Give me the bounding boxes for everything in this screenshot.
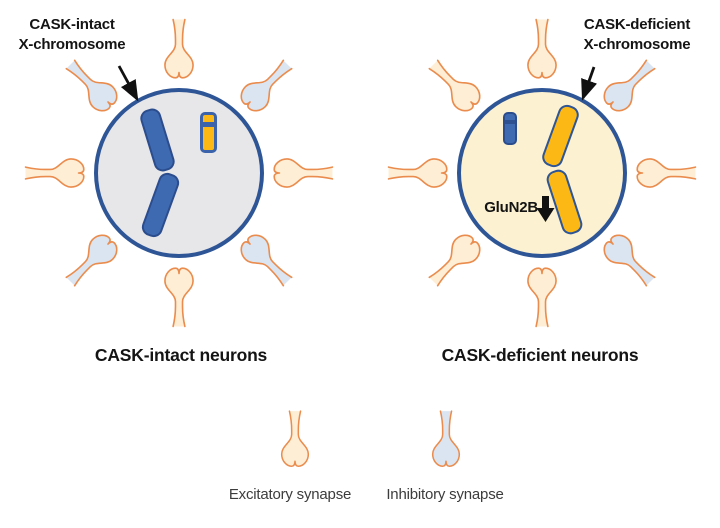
glun2b-label: GluN2B [484,199,538,216]
cask-deficient-caption: CASK-deficient neurons [441,345,639,365]
excitatory-synapse-icon [636,158,697,188]
inactive-x-chromosome [200,112,217,153]
synapse-position-45 [231,50,302,121]
synapse-shape [164,18,194,79]
excitatory-synapse-label: Excitatory synapse [228,486,352,503]
inactive-x-chromosome [503,112,517,145]
synapse-position-315 [56,50,127,121]
synapse-shape [240,234,293,287]
inhibitory-synapse-icon [240,59,293,112]
synapse-shape [428,59,481,112]
inhibitory-synapse-legend-icon [428,408,464,470]
synapse-position-315 [419,50,490,121]
inhibitory-synapse-icon [431,410,461,468]
synapse-shape [527,267,557,328]
synapse-shape [65,59,118,112]
cask-intact-caption: CASK-intact neurons [94,345,268,365]
inhibitory-synapse-icon [65,59,118,112]
inhibitory-synapse-icon [65,234,118,287]
cask-deficient-annotation: CASK-deficient X-chromosome [570,15,704,55]
synapse-shape [428,234,481,287]
inhibitory-synapse-icon [240,234,293,287]
synapse-shape [240,59,293,112]
synapse-position-225 [56,225,127,296]
synapse-position-90 [272,154,334,192]
inhibitory-synapse-icon [603,234,656,287]
synapse-position-180 [160,266,198,328]
synapse-position-270 [387,154,449,192]
neuron-soma [457,88,627,258]
synapse-shape [273,158,334,188]
neuron-soma [94,88,264,258]
excitatory-synapse-legend-icon [277,408,313,470]
excitatory-synapse-icon [428,59,481,112]
synapse-position-180 [523,266,561,328]
synapse-shape [603,234,656,287]
synapse-shape [24,158,85,188]
synapse-shape [164,267,194,328]
excitatory-synapse-icon [280,410,310,468]
synapse-position-135 [231,225,302,296]
excitatory-synapse-icon [164,18,194,79]
excitatory-synapse-icon [527,18,557,79]
synapse-position-225 [419,225,490,296]
cask-intact-annotation: CASK-intact X-chromosome [4,15,140,55]
excitatory-synapse-icon [164,267,194,328]
annotation-line: CASK-deficient [583,16,691,33]
synapse-shape [431,410,461,468]
synapse-position-90 [635,154,697,192]
excitatory-synapse-icon [527,267,557,328]
synapse-position-270 [24,154,86,192]
synapse-shape [387,158,448,188]
annotation-line: X-chromosome [18,36,126,53]
synapse-shape [527,18,557,79]
centromere-band [203,122,214,127]
synapse-shape [280,410,310,468]
synapse-position-0 [523,18,561,80]
excitatory-synapse-icon [273,158,334,188]
excitatory-synapse-icon [428,234,481,287]
centromere-band [505,120,515,124]
excitatory-synapse-icon [24,158,85,188]
synapse-position-45 [594,50,665,121]
annotation-line: X-chromosome [583,36,691,53]
synapse-shape [603,59,656,112]
annotation-line: CASK-intact [29,16,115,33]
annotation-arrow-right [581,66,598,101]
excitatory-synapse-icon [387,158,448,188]
synapse-position-135 [594,225,665,296]
synapse-shape [636,158,697,188]
inhibitory-synapse-label: Inhibitory synapse [386,486,504,503]
synapse-position-0 [160,18,198,80]
inhibitory-synapse-icon [603,59,656,112]
synapse-shape [65,234,118,287]
